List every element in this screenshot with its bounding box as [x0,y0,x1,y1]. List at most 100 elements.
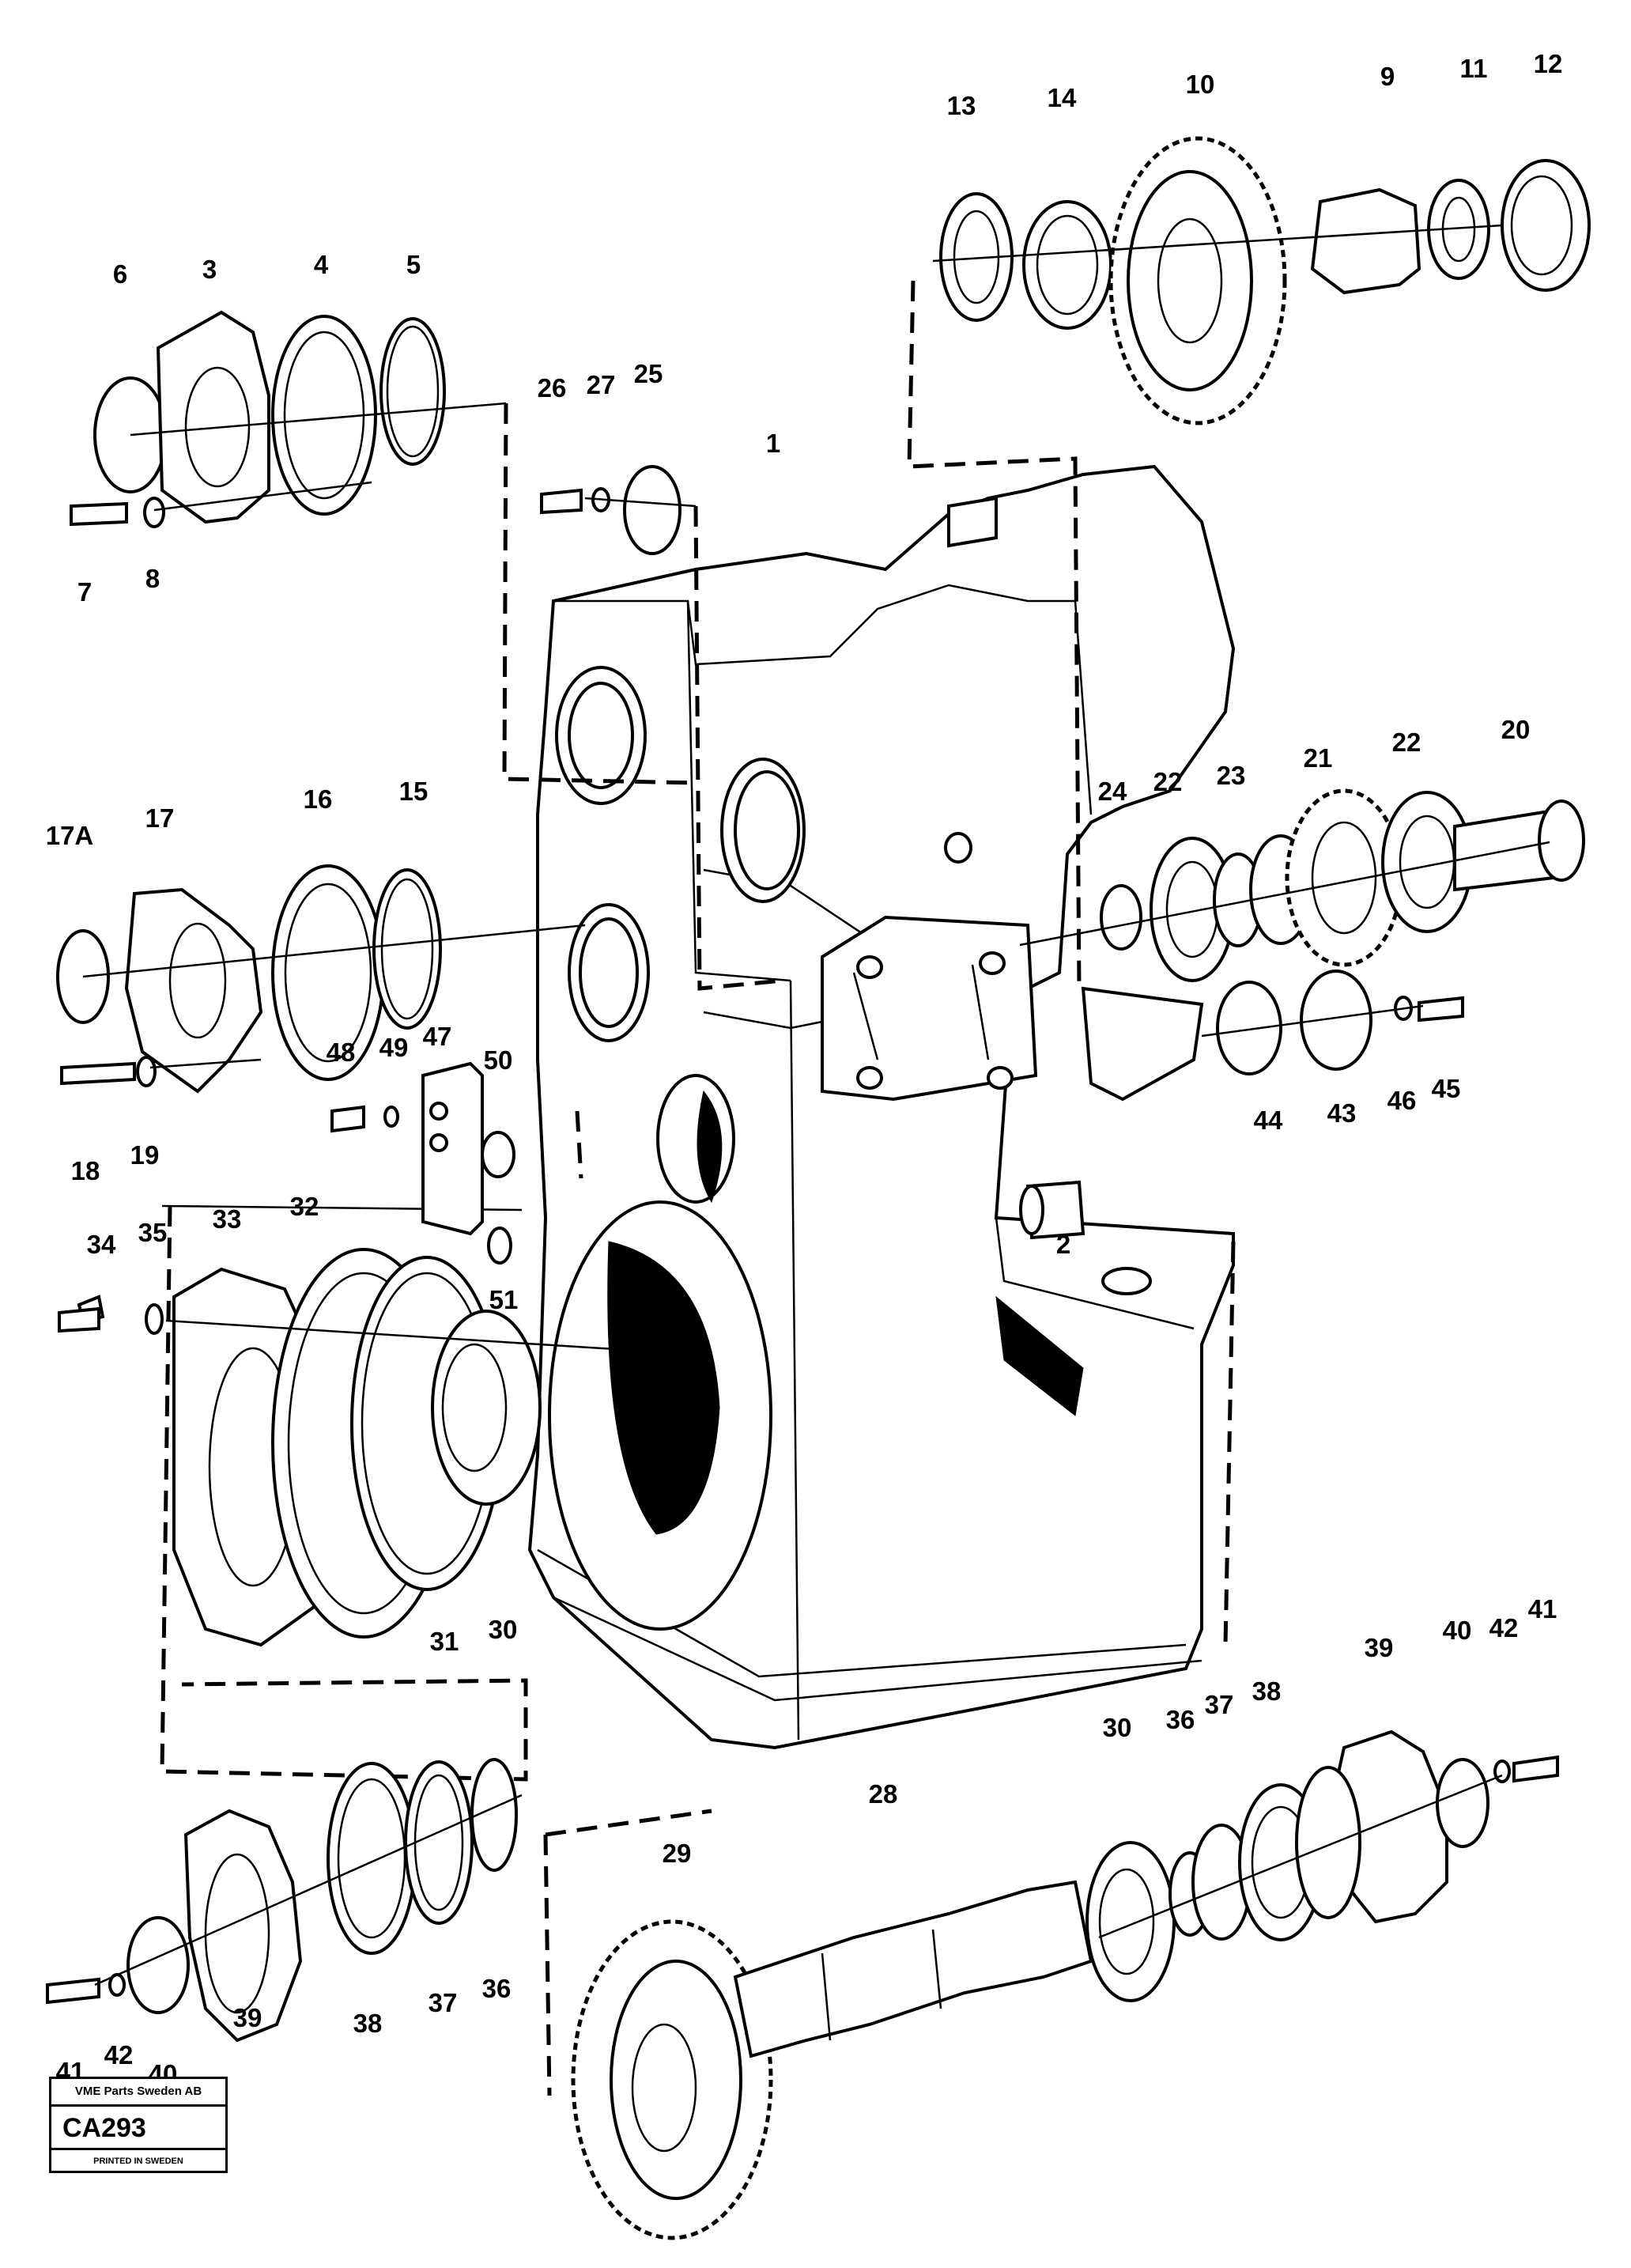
callout-17a: 17A [46,821,94,850]
parts-stamp: VME Parts Sweden AB CA293 PRINTED IN SWE… [49,2077,228,2173]
callout-9: 9 [1380,62,1395,91]
callout-28: 28 [869,1779,898,1809]
assembly-line-lower-shaft [543,1834,552,2096]
callout-22a: 22 [1153,767,1183,796]
callout-27: 27 [587,370,616,399]
part-17-cover [124,887,263,1094]
part-39-flange-b [183,1809,303,2043]
callout-8: 8 [145,564,160,593]
callout-16: 16 [304,784,333,814]
part-44-plate [1216,981,1282,1075]
callout-29: 29 [663,1839,692,1868]
part-40-plate [1436,1758,1489,1848]
part-26-bolt [540,488,583,515]
callout-5: 5 [406,250,421,279]
callout-3: 3 [202,255,217,284]
part-45-bolt [1418,996,1464,1022]
assembly-line-25 [693,505,783,991]
output-shaft-assembly [571,1729,1559,2240]
stamp-printed: PRINTED IN SWEDEN [93,2156,183,2166]
part-40-plate-b [126,1916,190,2014]
part-41-bolt [1512,1755,1559,1783]
part-12-bearing-cup [1501,159,1591,292]
lower-left-flange-assembly [46,1758,523,2043]
callout-12: 12 [1534,49,1563,78]
assembly-line-29 [545,1809,712,1837]
callout-23: 23 [1217,761,1246,790]
part-49-washer [383,1106,399,1128]
small-cover-25 [540,465,697,555]
part-36-ring-b [470,1758,518,1872]
assembly-line-left-lower [160,1205,528,1782]
assembly-line-output [1223,1241,1236,1646]
callout-38a: 38 [353,2009,383,2038]
part-37-seal-b [404,1760,474,1925]
callout-1: 1 [766,429,780,458]
callout-21: 21 [1304,743,1333,773]
part-38-seal-b [327,1762,417,1955]
callout-40b: 40 [1443,1616,1472,1645]
part-48-bolt [330,1105,365,1133]
callout-labels: 1 2 3 4 5 6 7 8 9 10 11 12 13 14 15 16 1… [46,49,1563,2088]
part-25-plate [623,465,681,555]
callout-19: 19 [130,1140,160,1170]
part-7-bolt [70,501,128,527]
cover-assembly-mid-left [56,864,586,1094]
callout-39b: 39 [1365,1633,1394,1662]
callout-45: 45 [1432,1074,1461,1103]
callout-38b: 38 [1252,1676,1282,1706]
callout-17: 17 [145,803,175,833]
part-50-oring [481,1131,515,1178]
part-41-bolt-b [46,1977,100,2005]
part-43-plate [1300,970,1372,1071]
callout-31: 31 [430,1627,459,1656]
callout-42b: 42 [1489,1613,1519,1642]
part-51-oring [487,1227,512,1264]
callout-35: 35 [138,1218,168,1247]
callout-30b: 30 [1103,1713,1132,1742]
callout-44: 44 [1254,1106,1283,1135]
callout-26: 26 [538,373,567,403]
part-35-washer [145,1303,164,1335]
part-28-shaft [733,1880,1093,2058]
stamp-code: CA293 [51,2107,225,2150]
callout-34: 34 [87,1230,116,1259]
shaft-assembly-right [1019,788,1585,982]
part-5-oring [379,317,446,466]
assembly-line-top-gear [907,280,1082,989]
callout-46: 46 [1387,1086,1417,1115]
cover-plates-43-46 [1201,970,1464,1075]
callout-39a: 39 [233,2003,262,2032]
part-8-washer [143,497,165,528]
part-18-bolt [60,1061,136,1086]
callout-33: 33 [213,1204,242,1234]
part-15-oring [372,868,442,1030]
callout-36b: 36 [1166,1705,1195,1734]
callout-37b: 37 [1205,1690,1234,1719]
callout-13: 13 [947,91,976,120]
callout-2: 2 [1056,1230,1070,1259]
callout-24: 24 [1098,777,1127,806]
callout-14: 14 [1048,83,1077,112]
callout-47: 47 [423,1022,452,1051]
assembly-lines [160,280,1236,2096]
part-9-shaft [1310,187,1421,295]
callout-32: 32 [290,1192,319,1221]
part-3-cover [156,310,270,524]
cover-assembly-upper-left [70,310,507,528]
callout-4: 4 [314,250,329,279]
callout-22b: 22 [1392,728,1421,757]
callout-7: 7 [77,577,92,607]
callout-15: 15 [399,777,429,806]
callout-48: 48 [327,1038,356,1067]
callout-50: 50 [484,1045,513,1075]
callout-42a: 42 [104,2040,134,2070]
part-19-washer [136,1056,157,1087]
callout-25: 25 [634,359,663,388]
callout-10: 10 [1186,70,1215,99]
callout-43: 43 [1327,1098,1357,1128]
output-cover-assembly [58,1248,665,1647]
assembly-line-left [575,1110,583,1179]
part-24-ring [1100,884,1142,951]
callout-6: 6 [113,259,127,289]
